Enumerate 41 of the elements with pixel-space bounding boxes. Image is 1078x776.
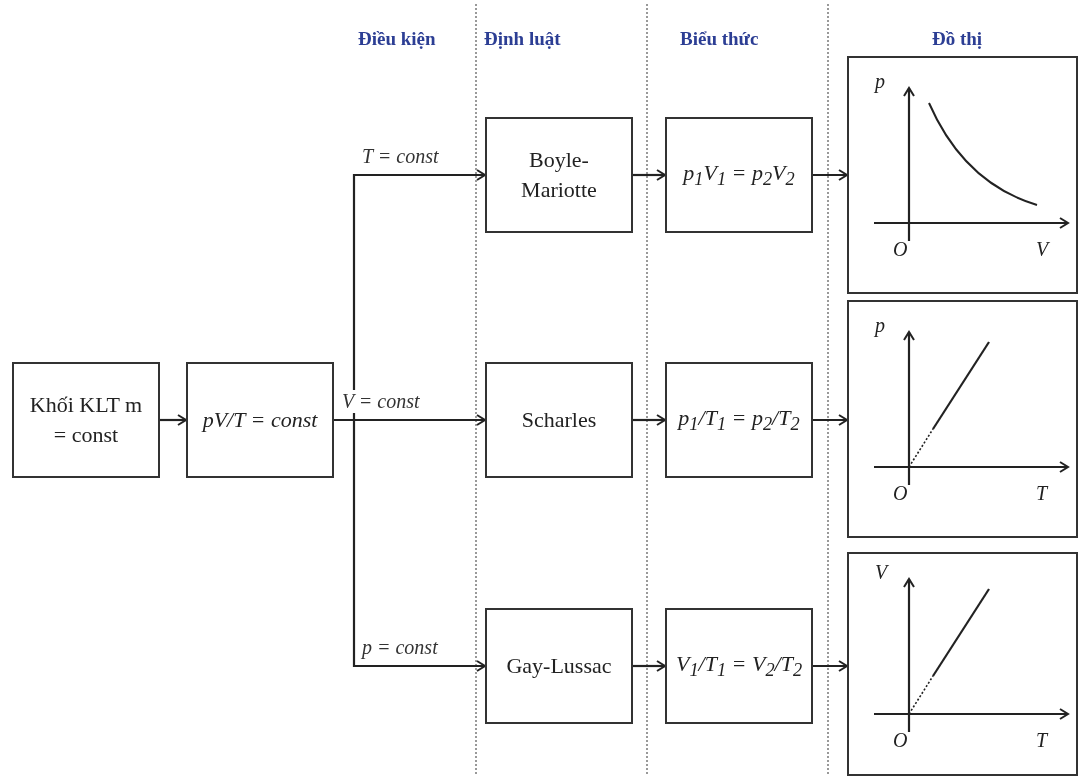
arrow [633,414,666,426]
arrow [813,169,848,181]
graph-panel [847,552,1078,776]
graph-panel [847,300,1078,538]
node-text: Gay-Lussac [505,652,613,681]
process-box [485,608,633,724]
axis-label: T [1036,483,1048,503]
axis-label: O [893,483,908,503]
formula-text: p$_{1}$/T$_{1}$ = p$_{2}$/T$_{2}$ [676,403,801,437]
arrow [813,414,848,426]
formula-text: V$_{1}$/T$_{1}$ = V$_{2}$/T$_{2}$ [674,649,804,683]
graph-panel [847,56,1078,294]
axis-label: T [1036,730,1048,750]
axis-label: V [875,562,888,582]
formula-text: p$_{1}$V$_{1}$ = p$_{2}$V$_{2}$ [681,158,796,192]
arrow [813,660,848,672]
node-text: Scharles [520,406,598,435]
arrow [334,418,486,672]
formula-box [665,608,813,724]
axis-label: O [893,239,908,259]
axis-label: p [875,71,885,91]
column-header: Biểu thức [680,28,759,50]
process-box [485,117,633,233]
formula-box [186,362,334,478]
process-box [485,362,633,478]
arrow [633,169,666,181]
arrow [160,414,187,426]
edge-label: V = const [340,390,422,413]
column-header: Đồ thị [932,28,983,50]
node-text: Khối KLT m = const [28,391,144,449]
column-header: Điều kiện [358,28,436,50]
axis-label: p [875,315,885,335]
arrow [633,660,666,672]
node-text: Boyle- Mariotte [520,146,598,204]
axis-label: V [1036,239,1049,259]
axis-label: O [893,730,908,750]
column-header: Định luật [484,28,561,50]
formula-box [665,117,813,233]
process-box [12,362,160,478]
formula-box [665,362,813,478]
formula-text: pV/T = const [200,406,319,435]
